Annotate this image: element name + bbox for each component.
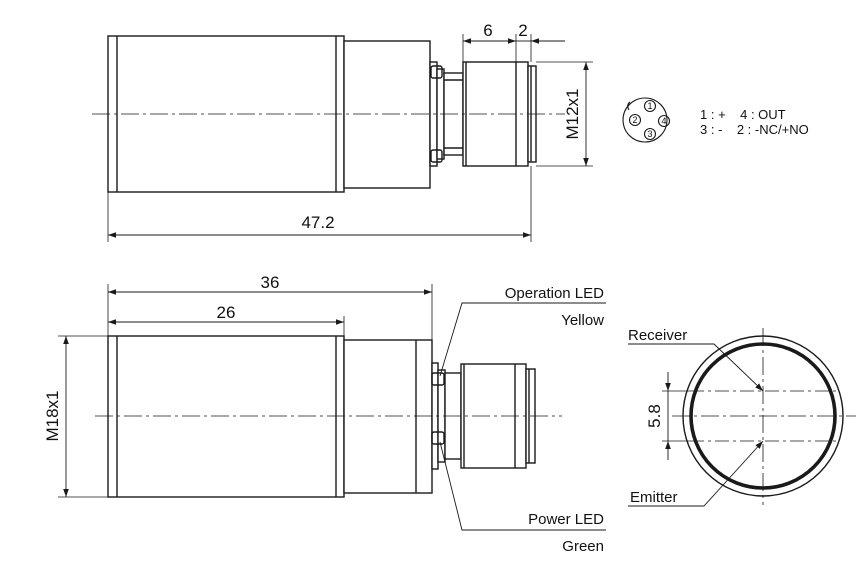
emitter-leader <box>628 440 764 507</box>
connector-pinout <box>622 97 671 143</box>
pin-2-circle <box>628 113 642 127</box>
spacing-label: 5.8 <box>645 404 664 428</box>
pin-1-number: 1 <box>647 101 652 111</box>
side-body-threaded <box>107 335 345 498</box>
receiver-leader <box>628 343 764 392</box>
thread-body-label: M18x1 <box>43 390 62 441</box>
pinout-line-1: 1 : + 4 : OUT <box>700 107 786 122</box>
top-view <box>92 34 593 242</box>
power-led <box>431 431 445 445</box>
front-view <box>628 328 856 507</box>
pin-3-number: 3 <box>647 129 652 139</box>
pin-3-circle <box>643 127 657 141</box>
emitter-label: Emitter <box>630 489 678 506</box>
operation-led-label: Operation LED <box>505 285 604 302</box>
pinout-line-2: 3 : - 2 : -NC/+NO <box>700 122 809 137</box>
dim-connector-b-label: 2 <box>518 21 527 40</box>
power-led-color: Green <box>562 538 604 555</box>
dim-connector-a-label: 6 <box>483 21 492 40</box>
thread-connector-label: M12x1 <box>563 88 582 139</box>
side-view <box>58 284 606 531</box>
receiver-label: Receiver <box>628 327 687 344</box>
pin-1-circle <box>643 99 657 113</box>
dim-overall-label: 47.2 <box>301 213 334 232</box>
pin-4-circle <box>657 114 671 128</box>
side-body-housing <box>343 339 433 494</box>
pin-2-number: 2 <box>632 115 637 125</box>
power-led-label: Power LED <box>528 511 604 528</box>
dim-thread-label: 26 <box>217 303 236 322</box>
dim-body-label: 36 <box>261 273 280 292</box>
pinout-face <box>622 97 668 143</box>
operation-led-color: Yellow <box>561 312 604 329</box>
operation-led-leader <box>439 302 606 377</box>
pin-4-number: 4 <box>661 116 666 126</box>
power-led-leader <box>439 441 606 531</box>
sensor-body-housing <box>343 40 431 189</box>
operation-led <box>431 372 445 386</box>
